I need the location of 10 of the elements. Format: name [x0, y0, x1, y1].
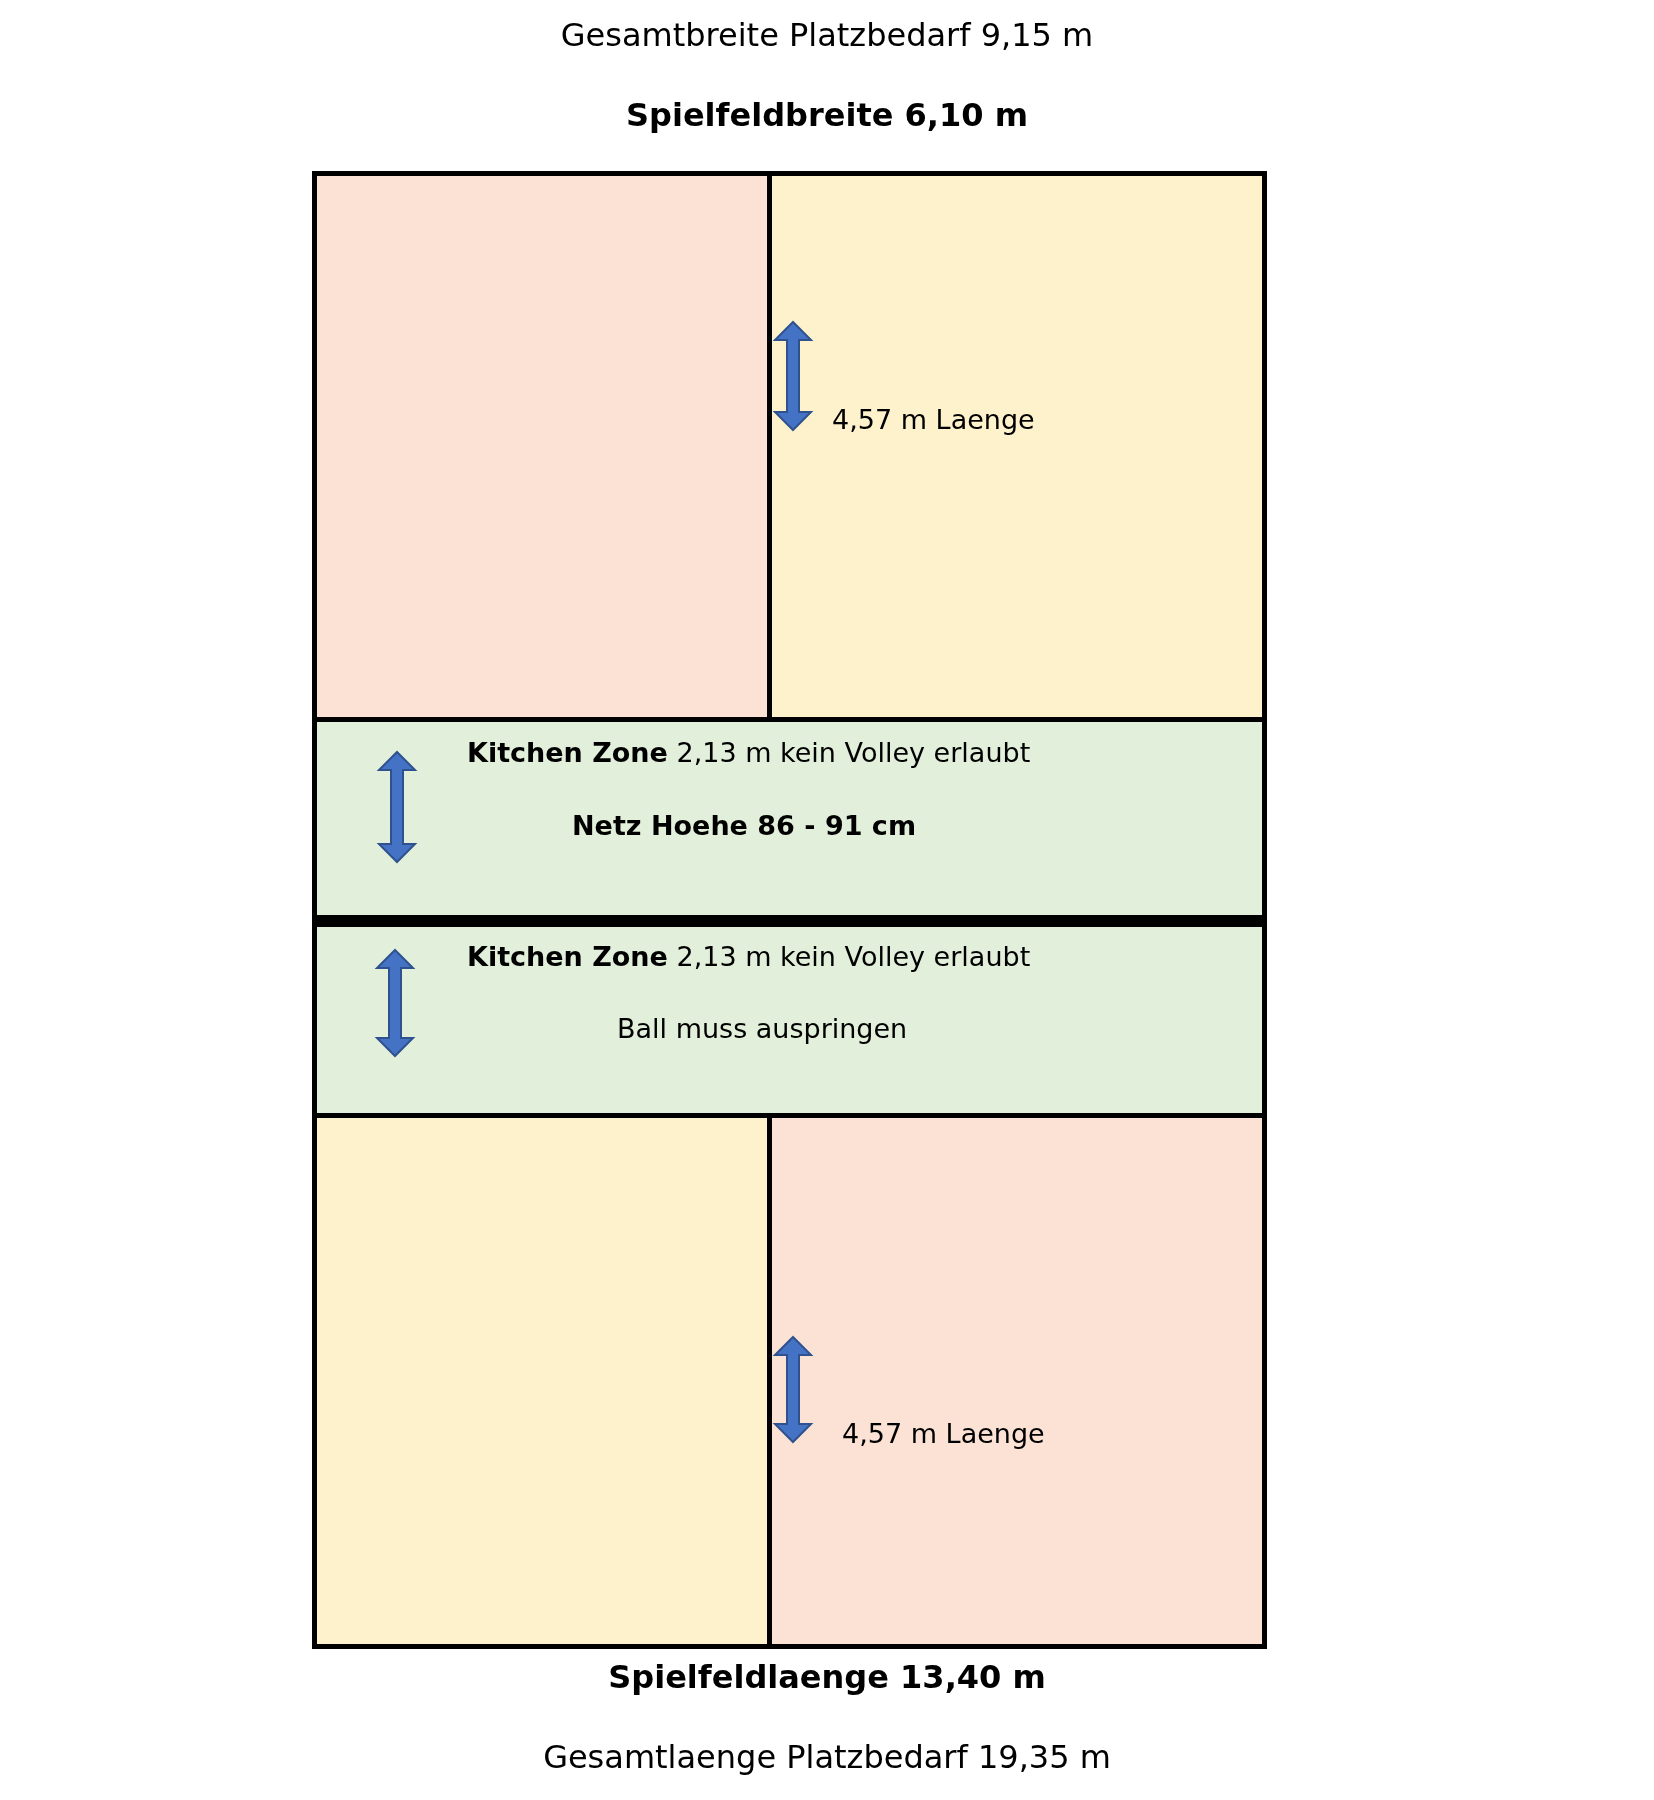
dimension-label: 4,57 m Laenge	[832, 404, 1035, 435]
dimension-label: 4,57 m Laenge	[842, 1418, 1045, 1449]
space-dimension-label: Gesamtbreite Platzbedarf 9,15 m	[560, 16, 1094, 54]
zone-note: Kitchen Zone 2,13 m kein Volley erlaubt	[467, 737, 1031, 768]
zone-note: Ball muss auspringen	[617, 1013, 908, 1044]
court-dimension-label: Spielfeldlaenge 13,40 m	[608, 1658, 1046, 1696]
zone-note: Netz Hoehe 86 - 91 cm	[572, 810, 916, 841]
zone-note: Kitchen Zone 2,13 m kein Volley erlaubt	[467, 941, 1031, 972]
space-dimension-label: Gesamtlaenge Platzbedarf 19,35 m	[543, 1738, 1111, 1776]
court-dimension-label: Spielfeldbreite 6,10 m	[626, 96, 1028, 134]
